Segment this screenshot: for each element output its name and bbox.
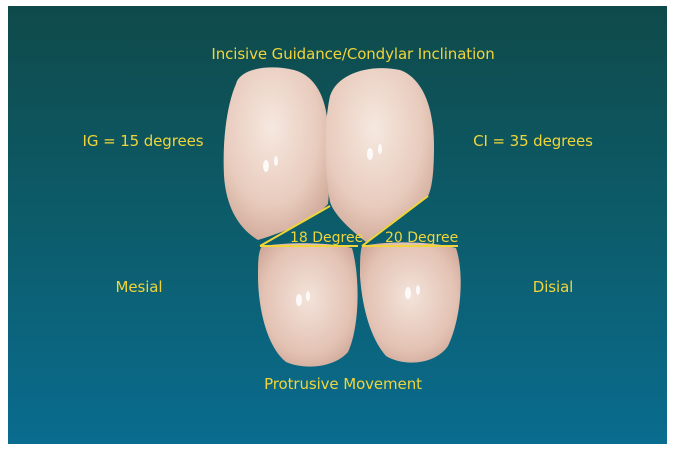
upper-left-tooth: [224, 67, 330, 240]
diagram-canvas: Incisive Guidance/Condylar Inclination I…: [8, 6, 667, 444]
left-angle-label: 18 Degree: [290, 230, 363, 246]
ig-label: IG = 15 degrees: [83, 132, 204, 150]
ci-label: CI = 35 degrees: [473, 132, 593, 150]
mesial-label: Mesial: [116, 278, 163, 296]
distal-label: Disial: [533, 278, 573, 296]
right-angle-label: 20 Degree: [385, 230, 458, 246]
diagram-title: Incisive Guidance/Condylar Inclination: [211, 45, 494, 63]
protrusive-movement-label: Protrusive Movement: [264, 375, 422, 393]
